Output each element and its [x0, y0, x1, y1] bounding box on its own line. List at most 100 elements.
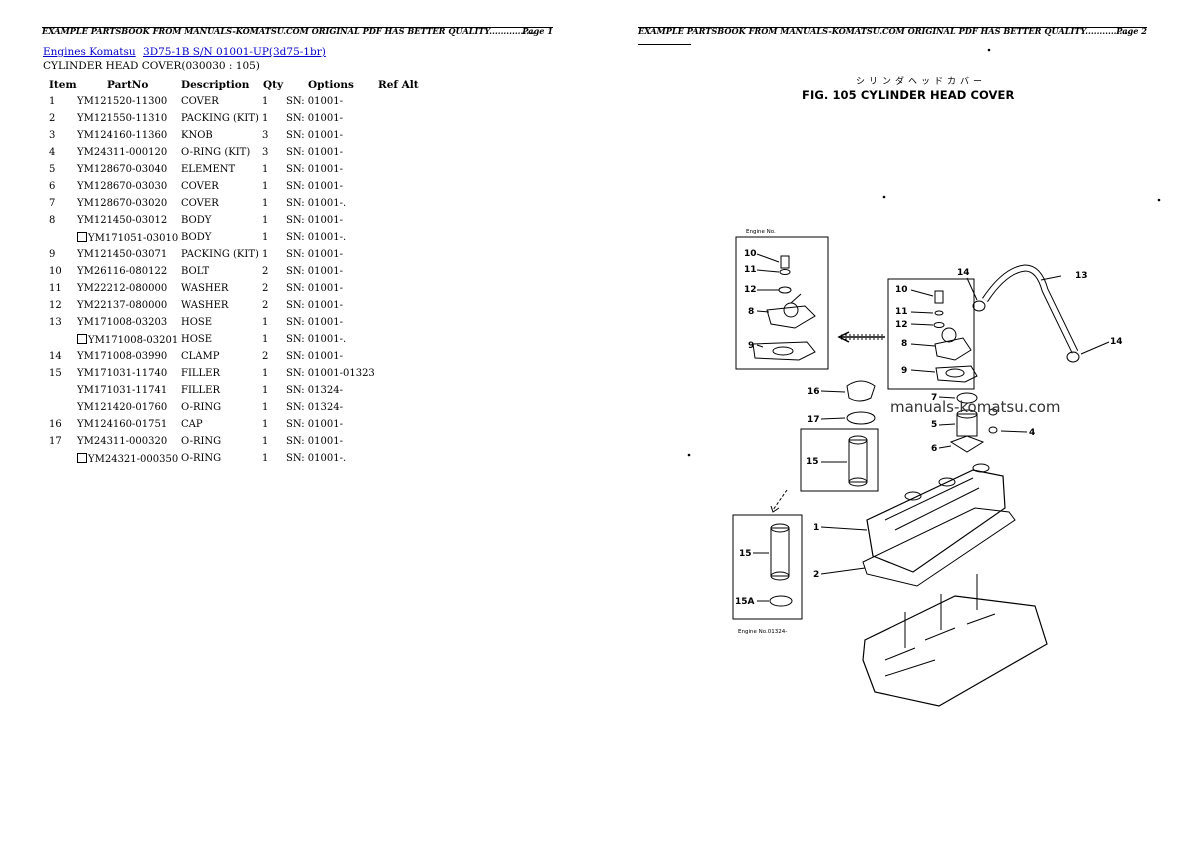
exploded-parts-diagram: 10 11 12 8 9 10 11 12 8 9 14 13 14 16 17…: [687, 48, 1161, 707]
inset-note: Engine No.: [746, 229, 776, 235]
cylinder-head: [862, 595, 1048, 707]
description-cell: PACKING (KIT): [181, 113, 259, 124]
ref-alt-cell: [378, 450, 438, 467]
ref-alt-cell: [378, 348, 438, 365]
description-cell: COVER: [181, 96, 219, 107]
options-cell: SN: 01001-.: [286, 334, 347, 345]
inset-box-variant: [735, 236, 829, 370]
item-cell: 11: [49, 283, 62, 294]
qty-cell: 1: [262, 385, 269, 396]
qty-cell: 1: [262, 402, 269, 413]
options-cell: SN: 01001-01323: [286, 368, 375, 379]
options-cell: SN: 01001-.: [286, 198, 347, 209]
description-cell: COVER: [181, 181, 219, 192]
callout-14: 14: [957, 268, 970, 278]
ref-alt-cell: [378, 314, 438, 331]
ref-alt-cell: [378, 212, 438, 229]
breadcrumb-link-engines[interactable]: Engines Komatsu: [43, 46, 136, 58]
callout-12: 12: [744, 285, 757, 295]
qty-cell: 1: [262, 215, 269, 226]
ref-alt-cell: [378, 195, 438, 212]
item-cell: 1: [49, 96, 56, 107]
callout-11: 11: [744, 265, 757, 275]
page-number: Page 1: [522, 26, 553, 36]
options-cell: SN: 01001-: [286, 113, 343, 124]
options-cell: SN: 01001-: [286, 351, 343, 362]
qty-cell: 1: [262, 181, 269, 192]
partno-text: YM24321-000350: [88, 453, 179, 465]
qty-cell: 1: [262, 232, 269, 243]
partno-cell: YM24311-000320: [77, 436, 168, 447]
item-cell: 14: [49, 351, 62, 362]
item-cell: 16: [49, 419, 62, 430]
breadcrumb-link-model[interactable]: 3D75-1B S/N 01001-UP(3d75-1br): [143, 46, 326, 58]
description-cell: HOSE: [181, 334, 213, 345]
qty-cell: 1: [262, 453, 269, 464]
partno-cell: YM22137-080000: [77, 300, 168, 311]
partno-cell: YM121520-11300: [77, 96, 168, 107]
column-header-partno: PartNo: [107, 78, 149, 91]
partno-cell: YM128670-03040: [77, 164, 168, 175]
item-cell: [46, 450, 77, 467]
qty-cell: 1: [262, 249, 269, 260]
inset-box-filler: [800, 428, 879, 492]
header-text: EXAMPLE PARTSBOOK FROM MANUALS-KOMATSU.C…: [42, 26, 535, 36]
callout-11: 11: [895, 307, 908, 317]
partno-cell: YM24311-000120: [77, 147, 168, 158]
inset-note: Engine No.01324-: [738, 629, 787, 635]
column-header-ref-alt: Ref Alt: [378, 78, 419, 91]
ref-alt-cell: [378, 93, 438, 110]
ref-alt-cell: [378, 246, 438, 263]
item-cell: 9: [49, 249, 56, 260]
ref-alt-cell: [378, 297, 438, 314]
breadcrumb: Engines Komatsu 3D75-1B S/N 01001-UP(3d7…: [43, 46, 330, 58]
ref-alt-cell: [378, 399, 438, 416]
description-cell: O-RING: [181, 436, 222, 447]
partno-cell: YM171031-11740: [77, 368, 168, 379]
description-cell: HOSE: [181, 317, 213, 328]
description-cell: COVER: [181, 198, 219, 209]
callout-15: 15: [806, 457, 819, 467]
options-cell: SN: 01001-: [286, 215, 343, 226]
divider: [638, 44, 691, 45]
options-cell: SN: 01001-: [286, 436, 343, 447]
parts-table: Item PartNo Description Qty Options Ref …: [46, 76, 438, 467]
column-header-description: Description: [181, 78, 250, 91]
description-cell: KNOB: [181, 130, 213, 141]
callout-5: 5: [931, 420, 937, 430]
callout-8: 8: [748, 307, 754, 317]
column-header-item: Item: [49, 78, 77, 91]
qty-cell: 3: [262, 130, 269, 141]
qty-cell: 1: [262, 419, 269, 430]
qty-cell: 1: [262, 198, 269, 209]
ref-alt-cell: [378, 331, 438, 348]
arrow-icon: [837, 331, 885, 343]
description-cell: CAP: [181, 419, 203, 430]
ref-alt-cell: [378, 127, 438, 144]
ref-alt-cell: [378, 280, 438, 297]
description-cell: PACKING (KIT): [181, 249, 259, 260]
options-cell: SN: 01001-: [286, 181, 343, 192]
callout-10: 10: [744, 249, 757, 259]
callout-9: 9: [748, 341, 754, 351]
options-cell: SN: 01001-.: [286, 232, 347, 243]
description-cell: O-RING: [181, 453, 222, 464]
head-cover: [866, 469, 1006, 573]
description-cell: BOLT: [181, 266, 210, 277]
options-cell: SN: 01001-: [286, 419, 343, 430]
qty-cell: 2: [262, 266, 269, 277]
watermark: manuals-komatsu.com: [890, 398, 1061, 416]
ref-alt-cell: [378, 433, 438, 450]
